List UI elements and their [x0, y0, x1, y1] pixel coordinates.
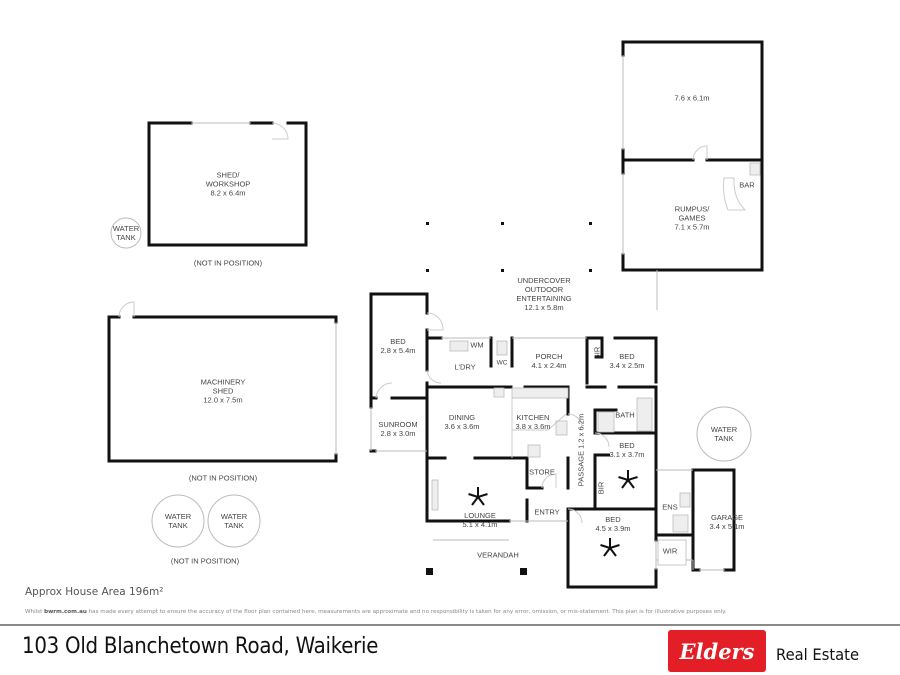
bed3-label: BED 3.1 x 3.7m: [609, 441, 645, 459]
footer-divider: [0, 624, 900, 626]
property-address: 103 Old Blanchetown Road, Waikerie: [22, 634, 379, 659]
shed-workshop-walls: [147, 121, 308, 247]
bir1-label: BIR: [592, 346, 602, 360]
rumpus-walls: [621, 40, 764, 272]
pergola-posts: [426, 222, 592, 575]
shed-not-in-position: (NOT IN POSITION): [193, 258, 263, 268]
passage-label: PASSAGE 1.2 x 6.2m: [576, 413, 586, 487]
outdoor-entertaining-label: UNDERCOVER OUTDOOR ENTERTAINING 12.1 x 5…: [516, 276, 572, 312]
garage-label: GARAGE 3.4 x 5.1m: [709, 513, 745, 531]
bar-label: BAR: [739, 180, 755, 190]
tanks-not-in-position: (NOT IN POSITION): [170, 556, 240, 566]
machinery-shed-label: MACHINERY SHED 12.0 x 7.5m: [200, 377, 246, 405]
floor-plan: SHED/ WORKSHOP 8.2 x 6.4m (NOT IN POSITI…: [107, 40, 764, 589]
ens-label: ENS: [662, 502, 678, 512]
bed1-label: BED 2.8 x 5.4m: [380, 337, 416, 355]
bed4-label: BED 4.5 x 3.9m: [595, 515, 631, 533]
elders-logo: Elders: [668, 630, 766, 672]
dining-label: DINING 3.6 x 3.6m: [444, 413, 480, 431]
water-tank-3-label: WATER TANK: [220, 512, 248, 530]
wm-label: WM: [470, 340, 484, 350]
machinery-shed-walls: [107, 315, 338, 463]
water-tank-4-label: WATER TANK: [710, 425, 738, 443]
wc-label: WC: [496, 359, 508, 367]
store-label: STORE: [529, 467, 555, 477]
bir2-label: BIR: [596, 481, 606, 495]
bed2-label: BED 3.4 x 2.5m: [609, 352, 645, 370]
house-area: Approx House Area 196m²: [25, 586, 164, 598]
water-tank-1-label: WATER TANK: [112, 224, 140, 242]
lounge-label: LOUNGE 5.1 x 4.1m: [462, 511, 498, 529]
bath-label: BATH: [615, 410, 635, 420]
floor-plan-drawing: [107, 40, 764, 589]
shed-workshop-label: SHED/ WORKSHOP 8.2 x 6.4m: [205, 170, 251, 198]
verandah-label: VERANDAH: [477, 550, 519, 560]
disclaimer: Whilst bwrm.com.au has made every attemp…: [25, 609, 727, 615]
porch-label: PORCH 4.1 x 2.4m: [531, 352, 567, 370]
kitchen-label: KITCHEN 3.8 x 3.6m: [515, 413, 551, 431]
real-estate-label: Real Estate: [776, 645, 860, 664]
laundry-label: L'DRY: [454, 362, 476, 372]
water-tank-2-label: WATER TANK: [164, 512, 192, 530]
entry-label: ENTRY: [534, 507, 560, 517]
wir-label: WIR: [662, 546, 678, 556]
elders-logo-text: Elders: [679, 638, 755, 664]
ceiling-fan-icons: [468, 470, 638, 557]
machinery-not-in-position: (NOT IN POSITION): [188, 473, 258, 483]
rumpus-games-label: RUMPUS/ GAMES 7.1 x 5.7m: [674, 204, 710, 232]
rumpus-upper-size: 7.6 x 6.1m: [674, 93, 710, 103]
water-tank-circles: [110, 217, 752, 548]
sunroom-label: SUNROOM 2.8 x 3.0m: [378, 420, 418, 438]
house-walls: [369, 292, 736, 589]
